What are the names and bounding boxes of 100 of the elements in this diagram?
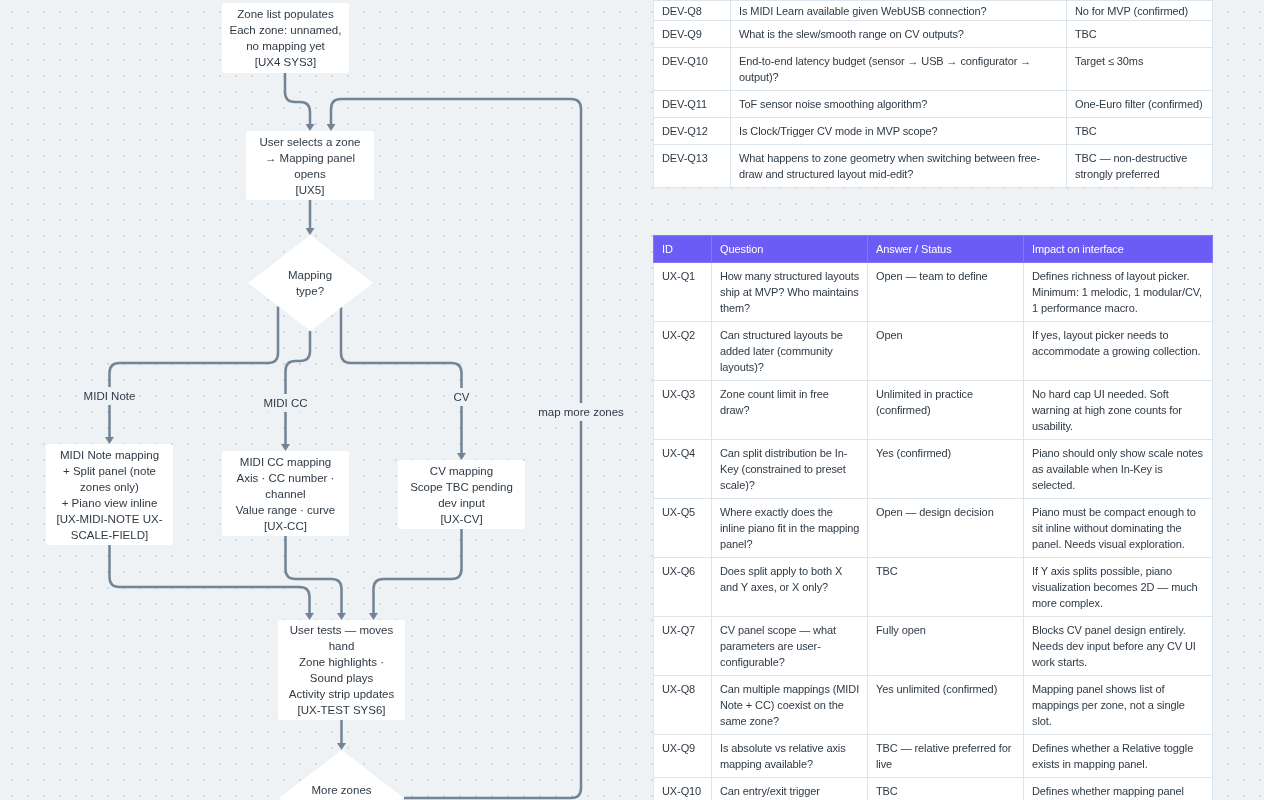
step-text: [UX-CC] bbox=[264, 518, 307, 534]
answer-cell: Open — team to define bbox=[867, 262, 1024, 322]
question-id-cell: DEV-Q10 bbox=[653, 47, 731, 91]
question-id-cell: UX-Q10 bbox=[653, 777, 712, 800]
process-box bbox=[222, 3, 349, 73]
question-id-cell: UX-Q3 bbox=[653, 380, 712, 440]
question-id-cell: UX-Q2 bbox=[653, 321, 712, 381]
column-header: ID bbox=[653, 235, 712, 263]
step-text: Value range · curve bbox=[235, 502, 336, 518]
process-box bbox=[46, 444, 173, 545]
question-cell: CV panel scope — what parameters are user-configurable? bbox=[711, 616, 868, 676]
answer-cell: Target ≤ 30ms bbox=[1066, 47, 1213, 91]
process-box bbox=[278, 620, 405, 720]
step-text: [UX4 SYS3] bbox=[254, 55, 317, 70]
step-text: MIDI CC mapping bbox=[239, 454, 332, 470]
arrow bbox=[282, 331, 312, 451]
arrow bbox=[327, 97, 583, 800]
arrow bbox=[338, 720, 345, 750]
step-text: [UX-CV] bbox=[440, 511, 483, 527]
answer-cell: One-Euro filter (confirmed) bbox=[1066, 90, 1213, 118]
answer-cell: Fully open bbox=[867, 616, 1024, 676]
decision-diamond bbox=[247, 235, 373, 331]
question-cell: How many structured layouts ship at MVP? Who maintains them? bbox=[711, 262, 868, 322]
question-cell: Can multiple mappings (MIDI Note + CC) coexist on the same zone? bbox=[711, 675, 868, 735]
step-text: → Mapping panel opens bbox=[263, 150, 357, 182]
question-cell: What is the slew/smooth range on CV outputs? bbox=[730, 20, 1067, 48]
arrow bbox=[106, 306, 280, 444]
question-cell: ToF sensor noise smoothing algorithm? bbox=[730, 90, 1067, 118]
answer-cell: Open bbox=[867, 321, 1024, 381]
question-cell: End-to-end latency budget (sensor → USB → configurator → output)? bbox=[730, 47, 1067, 91]
step-text: + Piano view inline bbox=[61, 495, 158, 511]
impact-cell: Defines richness of layout picker. Minimum: 1 melodic, 1 modular/CV, 1 performance macro. bbox=[1023, 262, 1213, 322]
impact-cell: Piano should only show scale notes as available when In-Key is selected. bbox=[1023, 439, 1213, 499]
answer-cell: TBC bbox=[1066, 20, 1213, 48]
impact-cell: Blocks CV panel design entirely. Needs dev input before any CV UI work starts. bbox=[1023, 616, 1213, 676]
question-cell: Can structured layouts be added later (community layouts)? bbox=[711, 321, 868, 381]
decision-label: Mapping type? bbox=[286, 268, 334, 299]
decision-diamond bbox=[279, 750, 404, 800]
answer-cell: TBC — relative preferred for live bbox=[867, 734, 1024, 778]
question-cell: Is MIDI Learn available given WebUSB connection? bbox=[730, 0, 1067, 21]
question-id-cell: DEV-Q9 bbox=[653, 20, 731, 48]
impact-cell: Mapping panel shows list of mappings per zone, not a single slot. bbox=[1023, 675, 1213, 735]
arrow bbox=[283, 73, 314, 131]
impact-cell: Defines whether a Relative toggle exists in mapping panel. bbox=[1023, 734, 1213, 778]
arrow bbox=[339, 307, 465, 460]
question-id-cell: DEV-Q11 bbox=[653, 90, 731, 118]
question-id-cell: DEV-Q13 bbox=[653, 144, 731, 188]
column-header: Answer / Status bbox=[867, 235, 1024, 263]
arrow bbox=[284, 536, 345, 620]
step-text: Scope TBC pending dev input bbox=[409, 479, 514, 511]
step-text: + Split panel (note zones only) bbox=[62, 463, 157, 495]
question-cell: What happens to zone geometry when switching between free-draw and structured layout mid-edit? bbox=[730, 144, 1067, 188]
step-text: Zone highlights · Sound plays bbox=[298, 655, 385, 686]
step-text: Axis · CC number · channel bbox=[235, 470, 336, 502]
question-id-cell: DEV-Q8 bbox=[653, 0, 731, 21]
question-id-cell: UX-Q9 bbox=[653, 734, 712, 778]
answer-cell: TBC — non-destructive strongly preferred bbox=[1066, 144, 1213, 188]
impact-cell: If Y axis splits possible, piano visualization becomes 2D — much more complex. bbox=[1023, 557, 1213, 617]
impact-cell: Defines whether mapping panel bbox=[1023, 777, 1213, 800]
answer-cell: No for MVP (confirmed) bbox=[1066, 0, 1213, 21]
column-header: Question bbox=[711, 235, 868, 263]
impact-cell: No hard cap UI needed. Soft warning at high zone counts for usability. bbox=[1023, 380, 1213, 440]
arrow bbox=[370, 529, 463, 620]
question-id-cell: UX-Q6 bbox=[653, 557, 712, 617]
question-cell: Zone count limit in free draw? bbox=[711, 380, 868, 440]
column-header: Impact on interface bbox=[1023, 235, 1213, 263]
answer-cell: TBC bbox=[1066, 117, 1213, 145]
question-id-cell: UX-Q8 bbox=[653, 675, 712, 735]
step-text: CV mapping bbox=[429, 463, 494, 479]
arrow bbox=[306, 200, 314, 235]
process-box bbox=[398, 460, 525, 529]
step-text: MIDI Note mapping bbox=[59, 447, 160, 463]
answer-cell: Open — design decision bbox=[867, 498, 1024, 558]
impact-cell: If yes, layout picker needs to accommodate a growing collection. bbox=[1023, 321, 1213, 381]
step-text: User selects a zone bbox=[259, 134, 361, 150]
step-text: [UX5] bbox=[295, 182, 325, 198]
question-cell: Is absolute vs relative axis mapping available? bbox=[711, 734, 868, 778]
process-box bbox=[222, 451, 349, 536]
answer-cell: TBC bbox=[867, 557, 1024, 617]
step-text: [UX-MIDI-NOTE UX-SCALE-FIELD] bbox=[55, 511, 164, 543]
question-id-cell: UX-Q1 bbox=[653, 262, 712, 322]
question-cell: Does split apply to both X and Y axes, or X only? bbox=[711, 557, 868, 617]
step-text: User tests — moves hand bbox=[288, 623, 395, 654]
impact-cell: Piano must be compact enough to sit inline without dominating the panel. Needs visual exploration. bbox=[1023, 498, 1213, 558]
question-id-cell: DEV-Q12 bbox=[653, 117, 731, 145]
question-id-cell: UX-Q4 bbox=[653, 439, 712, 499]
question-id-cell: UX-Q5 bbox=[653, 498, 712, 558]
question-id-cell: UX-Q7 bbox=[653, 616, 712, 676]
process-box bbox=[246, 131, 374, 200]
decision-label: More zones bbox=[310, 783, 373, 798]
question-cell: Can split distribution be In-Key (constrained to preset scale)? bbox=[711, 439, 868, 499]
question-cell: Is Clock/Trigger CV mode in MVP scope? bbox=[730, 117, 1067, 145]
step-text: Zone list populates bbox=[237, 7, 334, 22]
question-cell: Where exactly does the inline piano fit in the mapping panel? bbox=[711, 498, 868, 558]
step-text: [UX-TEST SYS6] bbox=[297, 703, 386, 718]
answer-cell: Yes (confirmed) bbox=[867, 439, 1024, 499]
answer-cell: TBC bbox=[867, 777, 1024, 800]
step-text: Activity strip updates bbox=[288, 687, 395, 702]
step-text: Each zone: unnamed, no mapping yet bbox=[228, 23, 343, 54]
answer-cell: Unlimited in practice (confirmed) bbox=[867, 380, 1024, 440]
